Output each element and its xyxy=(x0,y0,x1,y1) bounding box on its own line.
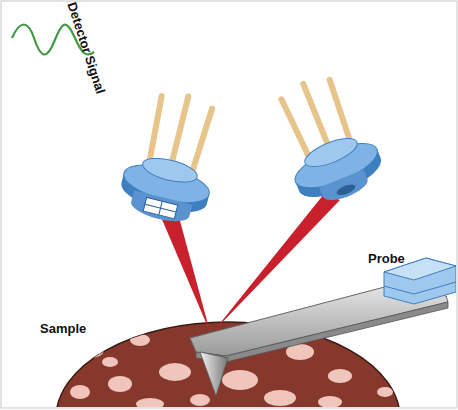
sample-texture xyxy=(130,334,150,346)
sample-texture xyxy=(377,387,393,397)
sample-texture xyxy=(222,370,258,390)
sample-texture xyxy=(102,357,118,367)
photodetector xyxy=(115,86,231,230)
part-label: Probe xyxy=(368,252,405,266)
sample-texture xyxy=(108,376,132,392)
sample-texture xyxy=(70,385,90,399)
sample-texture xyxy=(190,394,210,406)
probe-cantilever xyxy=(190,258,456,396)
sample-texture xyxy=(159,363,191,381)
sample-texture xyxy=(328,369,352,383)
sample-texture xyxy=(76,342,104,358)
sample-texture xyxy=(264,390,296,406)
sample-texture xyxy=(136,398,164,407)
sample-texture xyxy=(318,396,342,407)
part-label: Sample xyxy=(40,322,86,336)
laser-diode xyxy=(262,67,389,212)
reflected-beam xyxy=(158,206,210,332)
sample-texture xyxy=(360,344,380,356)
